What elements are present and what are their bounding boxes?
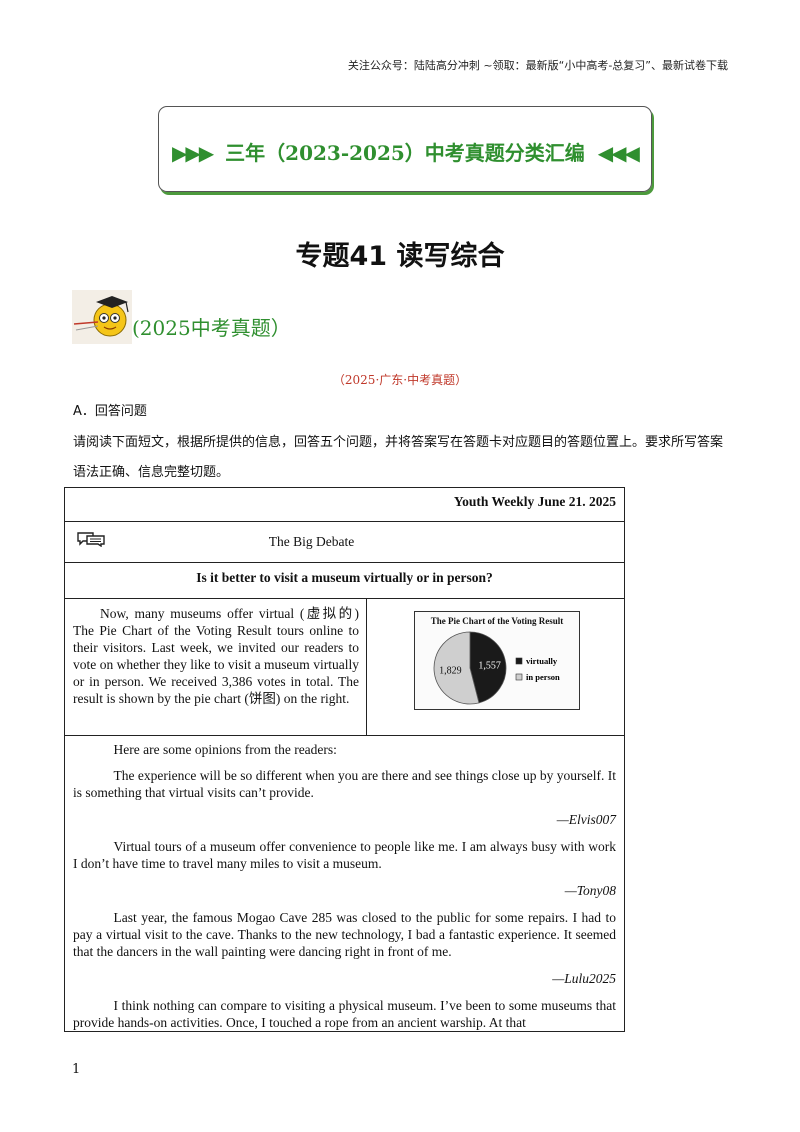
arrow-right-icon: ▶▶▶ <box>172 141 214 165</box>
question-heading: A．回答问题 <box>73 404 147 419</box>
article-date-line: Youth Weekly June 21. 2025 <box>64 487 625 522</box>
legend-swatch <box>515 673 523 681</box>
article-table: Youth Weekly June 21. 2025 The Big Debat… <box>64 487 625 1032</box>
debate-label: The Big Debate <box>268 534 355 549</box>
banner-title: 三年（2023-2025）中考真题分类汇编 <box>225 141 585 165</box>
opinion-author: —Lulu2025 <box>552 971 616 986</box>
legend-swatch <box>515 657 523 665</box>
scholar-mascot-icon <box>72 290 132 344</box>
header-note: 关注公众号：陆陆高分冲刺 ~领取：最新版“小中高考-总复习”、最新试卷下载 <box>347 59 728 72</box>
instruction-text: 请阅读下面短文，根据所提供的信息，回答五个问题，并将答案写在答题卡对应题目的答题… <box>73 435 724 480</box>
chart-title: The Pie Chart of the Voting Result <box>430 616 564 626</box>
debate-row: The Big Debate <box>64 521 625 563</box>
arrow-left-icon: ◀◀◀ <box>597 141 640 165</box>
opinion-text: Last year, the famous Mogao Cave 285 was… <box>73 910 616 959</box>
pie-chart: 1,557 1,829 virtually in person <box>433 631 560 705</box>
pie-slice-in-person <box>433 631 480 705</box>
opinion-author: —Elvis007 <box>556 812 616 827</box>
opinion-text: The experience will be so different when… <box>73 768 616 800</box>
title-banner: ▶▶▶ 三年（2023-2025）中考真题分类汇编 ◀◀◀ <box>158 106 652 192</box>
banner-text: ▶▶▶ 三年（2023-2025）中考真题分类汇编 ◀◀◀ <box>159 137 651 166</box>
intro-cell: Now, many museums offer virtual (虚拟的) Th… <box>64 598 367 736</box>
debate-question: Is it better to visit a museum virtually… <box>64 562 625 599</box>
opinion-author: —Tony08 <box>564 883 616 898</box>
section-title: (2025中考真题） <box>132 316 291 340</box>
opinion-text: Virtual tours of a museum offer convenie… <box>73 839 616 871</box>
pie-value-label: 1,557 <box>478 661 501 672</box>
legend-label: virtually <box>526 656 558 666</box>
opinions-cell: Here are some opinions from the readers:… <box>64 735 625 1032</box>
intro-paragraph: Now, many museums offer virtual (虚拟的) Th… <box>73 606 359 706</box>
speech-bubbles-icon <box>77 532 105 547</box>
chart-cell: The Pie Chart of the Voting Result 1,557… <box>366 598 625 736</box>
page-number: 1 <box>72 1062 81 1077</box>
topic-title: 专题41 读写综合 <box>295 241 505 272</box>
pie-value-label: 1,829 <box>439 665 462 676</box>
source-label: （2025·广东·中考真题） <box>332 373 468 387</box>
opinion-text: I think nothing can compare to visiting … <box>73 998 616 1030</box>
pie-slice-virtually <box>469 631 507 704</box>
legend-label: in person <box>526 672 560 682</box>
opinions-intro: Here are some opinions from the readers: <box>113 742 337 757</box>
pie-chart-frame: The Pie Chart of the Voting Result 1,557… <box>414 611 580 710</box>
